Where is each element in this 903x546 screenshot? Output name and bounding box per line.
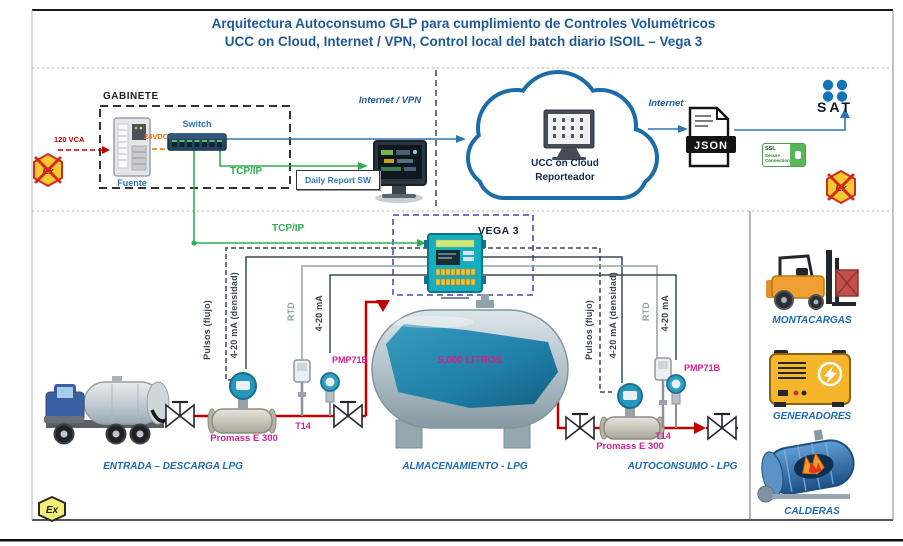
promass-flowmeter-icon (207, 372, 277, 434)
cloud-server-monitor-icon (543, 109, 595, 160)
ssl-line3: Connection (765, 158, 790, 164)
ex-crossed-symbol: Ex (826, 170, 856, 204)
page-frame (0, 9, 903, 542)
calderas-label: CALDERAS (784, 506, 840, 517)
ssl-lock-icon (790, 144, 805, 166)
daily-report-label: Daily Report SW (304, 175, 372, 185)
pmp71b-transmitter-icon (666, 374, 686, 428)
section-autoconsumo-label: AUTOCONSUMO - LPG (627, 461, 738, 472)
t14-thermometer-icon (293, 359, 311, 416)
generator-icon (769, 350, 851, 407)
rtd-label-right: RTD (641, 302, 651, 322)
internet-label: Internet (648, 98, 684, 109)
vega3-box (392, 214, 534, 296)
promass-label-right: Promass E 300 (596, 441, 664, 452)
dc-power-label: 24VDC (144, 132, 169, 141)
ssl-badge-text: SSL Secure Connection (763, 146, 790, 163)
boiler-icon (757, 429, 855, 503)
valve-icon (333, 400, 363, 429)
tcpip-label-field: TCP/IP (272, 223, 305, 234)
montacargas-label: MONTACARGAS (772, 315, 852, 326)
daily-report-monitor-icon (373, 140, 427, 203)
switch-icon (167, 133, 227, 151)
densidad-label-right: 4-20 mA (densidad) (608, 272, 618, 359)
gabinete-label: GABINETE (103, 91, 159, 102)
ex-symbol: Ex (38, 496, 66, 522)
pmp71b-transmitter-icon (320, 372, 340, 416)
valve-icon (565, 412, 595, 441)
ethernet-lines (191, 108, 850, 247)
pulsos-label-left: Pulsos (flujo) (202, 300, 212, 360)
promass-label-left: Promass E 300 (210, 433, 278, 444)
t14-thermometer-icon (654, 357, 672, 428)
power-supply-icon (113, 117, 151, 177)
pmp-label-right: PMP71B (684, 363, 721, 373)
switch-label: Switch (182, 119, 212, 129)
power-lines (58, 146, 166, 154)
tcpip-label-gabinete: TCP/IP (230, 166, 263, 177)
sat-logo (822, 79, 848, 102)
ssl-line2: Secure (765, 152, 781, 158)
cloud-caption-line2: Reporteador (535, 172, 595, 183)
promass-flowmeter-icon (599, 383, 665, 440)
tank-capacity-label: 5,000 LITROS (437, 355, 503, 366)
truck-icon (44, 376, 172, 445)
diagram-title-line1: Arquitectura Autoconsumo GLP para cumpli… (211, 16, 716, 31)
json-file-icon: JSON (686, 106, 736, 168)
generadores-label: GENERADORES (772, 411, 852, 422)
cloud-caption-line1: UCC on Cloud (531, 158, 599, 169)
t14-label-left: T14 (295, 421, 311, 431)
valve-icon (707, 412, 737, 441)
signal-lines (225, 247, 677, 393)
ac-power-label: 120 VCA (54, 135, 85, 144)
daily-report-box: Daily Report SW (296, 170, 380, 190)
pipe-arrow-autoconsumo (694, 422, 706, 434)
fuente-label: Fuente (117, 178, 147, 188)
valve-icon (165, 400, 195, 429)
rtd-label-left: RTD (286, 302, 296, 322)
ex-label: Ex (46, 505, 59, 516)
forklift-icon (766, 250, 859, 310)
vega3-flow-computer-icon (424, 233, 486, 299)
ma-label-right: 4-20 mA (660, 295, 670, 332)
storage-tank-icon (371, 294, 569, 449)
ma-label-left: 4-20 mA (314, 295, 324, 332)
section-almacenamiento-label: ALMACENAMIENTO - LPG (402, 461, 528, 472)
ssl-badge: SSL Secure Connection (762, 143, 806, 167)
section-entrada-label: ENTRADA – DESCARGA LPG (103, 461, 243, 472)
ex-crossed-symbol: Ex (33, 153, 63, 187)
diagram-title-line2: UCC on Cloud, Internet / VPN, Control lo… (224, 34, 703, 49)
pmp-label-left: PMP71B (332, 355, 369, 365)
json-label: JSON (694, 140, 728, 152)
internet-vpn-label: Internet / VPN (358, 95, 422, 106)
vega3-label: VEGA 3 (478, 225, 520, 237)
sat-label: SAT (817, 99, 853, 115)
gabinete-box (99, 105, 291, 189)
densidad-label-left: 4-20 mA (densidad) (229, 272, 239, 359)
t14-label-right: T14 (655, 431, 671, 441)
pipe-arrow-into-tank (376, 300, 390, 312)
ssl-line1: SSL (765, 146, 776, 153)
pulsos-label-right: Pulsos (flujo) (584, 300, 594, 360)
